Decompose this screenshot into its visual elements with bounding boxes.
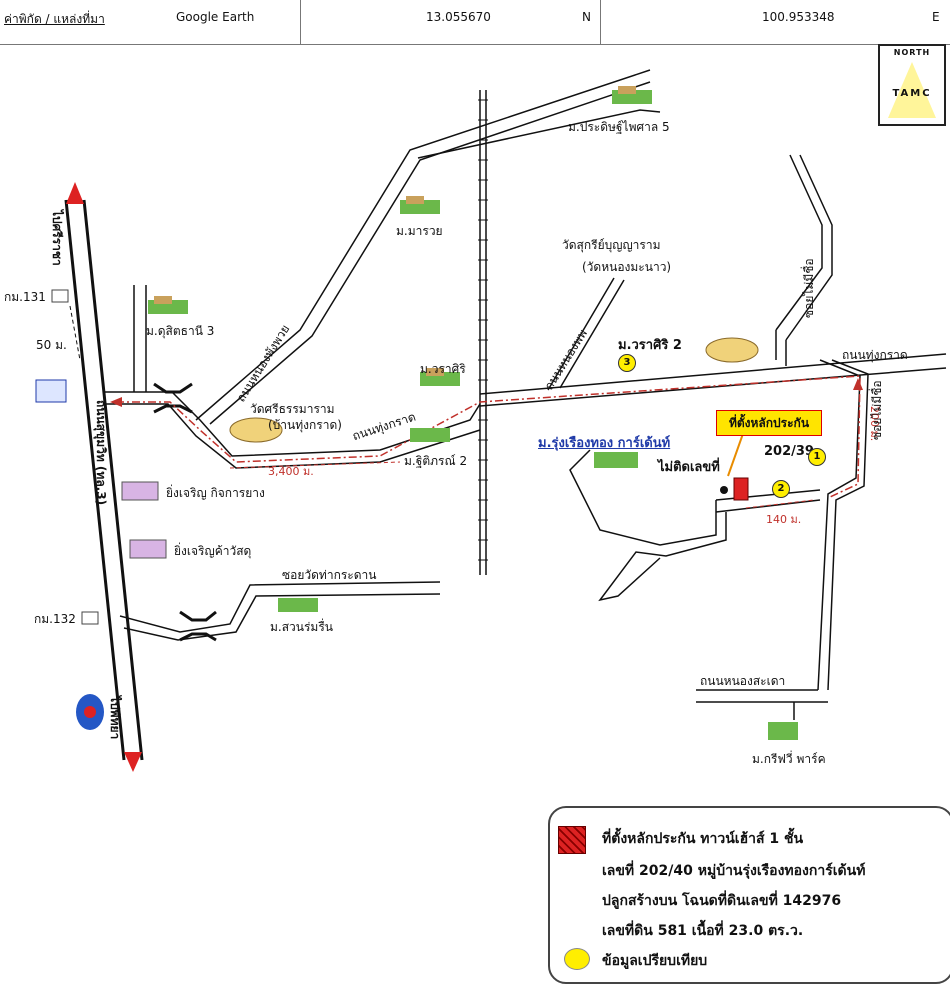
label-thung-krad-road-east: ถนนทุ่งกราด [842, 348, 908, 362]
longitude-direction: E [932, 10, 940, 24]
legend-line-3: ปลูกสร้างบน โฉนดที่ดินเลขที่ 142976 [602, 893, 842, 909]
comparison-marker-1: 1 [808, 448, 826, 466]
legend-line-1: ที่ตั้งหลักประกัน ทาวน์เฮ้าส์ 1 ชั้น [602, 831, 804, 847]
comparison-marker-3: 3 [618, 354, 636, 372]
label-km132: กม.132 [34, 612, 76, 626]
source-value: Google Earth [176, 10, 255, 24]
collateral-swatch-icon [558, 826, 586, 854]
label-to-sriracha: ไปศรีราชา [50, 210, 64, 266]
label-soi-2: ซอยไม่มีชื่อ [870, 380, 884, 440]
soi-mai-mi-chue-road [817, 359, 869, 691]
label-m-marouy: ม.มารวย [396, 224, 443, 238]
legend-line-4: เลขที่ดิน 581 เนื้อที่ 23.0 ตร.ว. [602, 923, 804, 939]
legend-box: ที่ตั้งหลักประกัน ทาวน์เฮ้าส์ 1 ชั้น เลข… [548, 806, 950, 984]
label-sukhumvit: ถนนสุขุมวิท (ทล.3) [94, 400, 108, 506]
label-m-pradit-phaisan: ม.ประดิษฐ์ไพศาล 5 [568, 120, 670, 134]
label-to-pattaya: ไปพัทยา [108, 696, 122, 740]
label-yingcharoen-2: ยิ่งเจริญค้าวัสดุ [174, 544, 252, 558]
north-compass: NORTH TAMC [878, 44, 946, 126]
label-soi-wat-tha-krada: ซอยวัดท่ากระดาน [282, 568, 377, 582]
label-dist-3400: 3,400 ม. [268, 465, 314, 478]
latitude-direction: N [582, 10, 591, 24]
label-m-greenery: ม.กรีฟวี่ พาร์ค [752, 752, 826, 766]
label-m-varasiri2: ม.วราศิริ 2 [618, 338, 682, 353]
nong-phang-phuay-road [195, 69, 651, 425]
label-wat-sukree-2: (วัดหนองมะนาว) [582, 260, 672, 274]
legend-line-2: เลขที่ 202/40 หมู่บ้านรุ่งเรืองทองการ์เด… [602, 863, 866, 879]
arrow-north-icon [66, 182, 84, 204]
legend-line-5: ข้อมูลเปรียบเทียบ [602, 953, 708, 969]
north-arrow-icon [888, 62, 936, 118]
label-m-thitiporn: ม.ฐิติภรณ์ 2 [404, 454, 468, 468]
label-no-number: ไม่ติดเลขที่ [658, 460, 720, 475]
compass-north-label: NORTH [893, 48, 931, 57]
label-yingcharoen-1: ยิ่งเจริญ กิจการยาง [166, 486, 265, 500]
dist-3400-line [229, 461, 401, 469]
sukhumvit-road [64, 199, 144, 761]
comparison-dot-icon [564, 948, 590, 970]
soi-wat-tha-krada-road [119, 581, 441, 641]
label-m-suan-rom-ruen: ม.สวนร่มรื่น [270, 620, 333, 634]
route-line [116, 375, 861, 499]
label-m-varasiri: ม.วราศิริ [420, 362, 466, 376]
source-label: ค่าพิกัด / แหล่งที่มา [4, 12, 105, 26]
label-wat-sukree-1: วัดสุกรีย์บุญญาราม [562, 238, 661, 252]
collateral-callout: ที่ตั้งหลักประกัน [716, 410, 822, 436]
longitude-value: 100.953348 [762, 10, 835, 24]
label-dist-50: 50 ม. [36, 338, 67, 352]
label-house-202-39: 202/39 [764, 444, 814, 459]
label-dist-140: 140 ม. [766, 513, 802, 526]
label-wat-sri-thamma-2: (บ้านทุ่งกราด) [268, 418, 342, 432]
label-nong-sa-khao: ถนนหนองสะเดา [700, 674, 786, 688]
label-m-rung-rueang: ม.รุ่งเรืองทอง การ์เด้นท์ [538, 436, 671, 451]
railway [479, 90, 487, 575]
comparison-marker-2: 2 [772, 480, 790, 498]
longitude-cell: 100.953348 E [600, 0, 950, 44]
arrow-south-icon [124, 752, 142, 772]
source-cell: ค่าพิกัด / แหล่งที่มา Google Earth [0, 0, 301, 44]
coordinate-header: ค่าพิกัด / แหล่งที่มา Google Earth 13.05… [0, 0, 950, 45]
latitude-cell: 13.055670 N [300, 0, 601, 44]
label-soi-1: ซอยไม่มีชื่อ [802, 258, 816, 318]
label-m-dusit-thani: ม.ดุสิตธานี 3 [146, 324, 215, 338]
collateral-marker [733, 477, 749, 501]
label-km131: กม.131 [4, 290, 46, 304]
latitude-value: 13.055670 [426, 10, 491, 24]
label-wat-sri-thamma-1: วัดศรีธรรมาราม [250, 402, 335, 416]
compass-letters: TAMC [892, 88, 932, 99]
